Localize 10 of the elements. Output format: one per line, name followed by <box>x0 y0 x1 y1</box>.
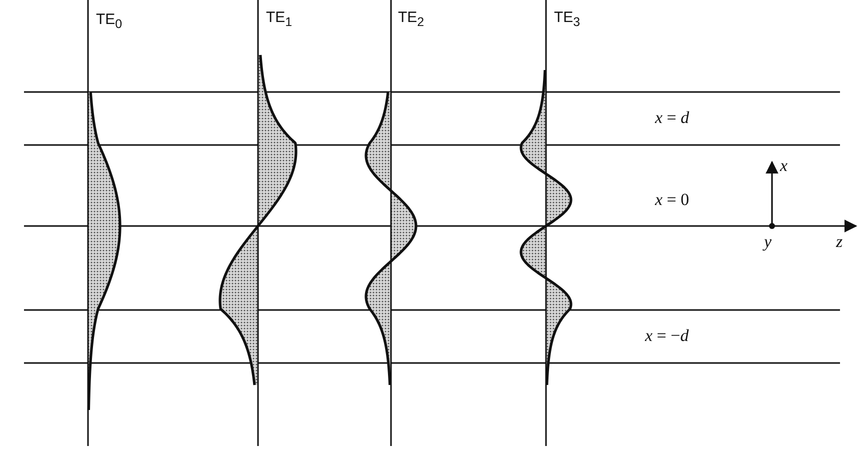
mode-label: TE$_{3}$ <box>554 10 580 28</box>
axis-label: x <box>780 157 788 174</box>
axis-label: y <box>764 233 772 250</box>
mode-label: TE$_{0}$ <box>96 12 122 30</box>
boundary-label: x = 0 <box>655 191 690 208</box>
mode-label: TE$_{1}$ <box>266 10 292 28</box>
boundary-label: x = −d <box>645 327 689 344</box>
axis-label: z <box>836 233 843 250</box>
mode-label: TE$_{2}$ <box>398 10 424 28</box>
boundary-label: x = d <box>655 109 690 126</box>
